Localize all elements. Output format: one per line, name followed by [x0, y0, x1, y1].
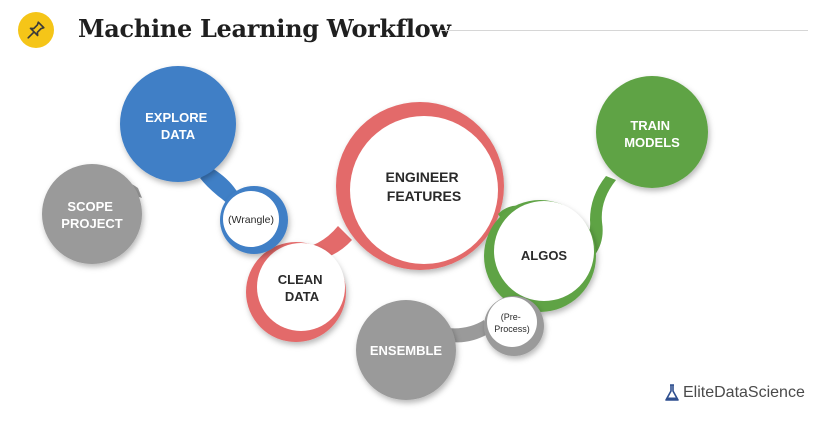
- clean-label-line2: DATA: [285, 289, 320, 304]
- algos-label: ALGOS: [521, 248, 568, 263]
- engineer-label-line1: ENGINEER: [385, 169, 458, 185]
- scope-label-line2: PROJECT: [61, 216, 122, 231]
- preprocess-label-line2: Process): [494, 324, 530, 334]
- train-label-line1: TRAIN: [630, 118, 670, 133]
- preprocess-label-line1: (Pre-: [501, 312, 521, 322]
- algos-node: ALGOS: [484, 200, 596, 312]
- ensemble-label: ENSEMBLE: [370, 343, 443, 358]
- explore-label-line2: DATA: [161, 127, 196, 142]
- explore-label-line1: EXPLORE: [145, 110, 207, 125]
- train-models-node: TRAIN MODELS: [574, 76, 708, 264]
- svg-text:EXPLORE DATA: EXPLORE DATA: [145, 110, 211, 142]
- explore-data-node: EXPLORE DATA: [120, 66, 256, 224]
- preprocess-node: (Pre- Process): [484, 296, 544, 356]
- brand-logo: EliteDataScience: [664, 384, 805, 402]
- engineer-label-line2: FEATURES: [387, 188, 461, 204]
- brand-name: EliteDataScience: [683, 384, 805, 401]
- ensemble-node: ENSEMBLE: [356, 300, 488, 400]
- scope-project-node: SCOPE PROJECT: [42, 164, 142, 264]
- pushpin-icon: [27, 21, 45, 39]
- wrangle-label: (Wrangle): [228, 214, 274, 226]
- header-divider: [440, 30, 808, 31]
- svg-text:CLEAN DATA: CLEAN DATA: [278, 272, 326, 304]
- scope-label-line1: SCOPE: [67, 199, 113, 214]
- ensemble-connector: [448, 320, 488, 343]
- clean-data-node: CLEAN DATA: [246, 242, 346, 342]
- flask-icon: [665, 384, 679, 401]
- svg-text:SCOPE PROJECT: SCOPE PROJECT: [61, 199, 122, 231]
- header: Machine Learning Workflow: [0, 0, 822, 60]
- svg-text:(Pre- Process): (Pre- Process): [494, 312, 530, 334]
- clean-label-line1: CLEAN: [278, 272, 323, 287]
- wrangle-node: (Wrangle): [220, 186, 288, 254]
- train-connector: [574, 176, 616, 264]
- train-label-line2: MODELS: [624, 135, 680, 150]
- engineer-features-node: ENGINEER FEATURES: [292, 102, 504, 270]
- page-title: Machine Learning Workflow: [78, 14, 451, 43]
- svg-text:ENGINEER FEATURES: ENGINEER FEATURES: [385, 169, 462, 204]
- svg-text:TRAIN MODELS: TRAIN MODELS: [624, 118, 680, 150]
- pushpin-badge: [18, 12, 54, 48]
